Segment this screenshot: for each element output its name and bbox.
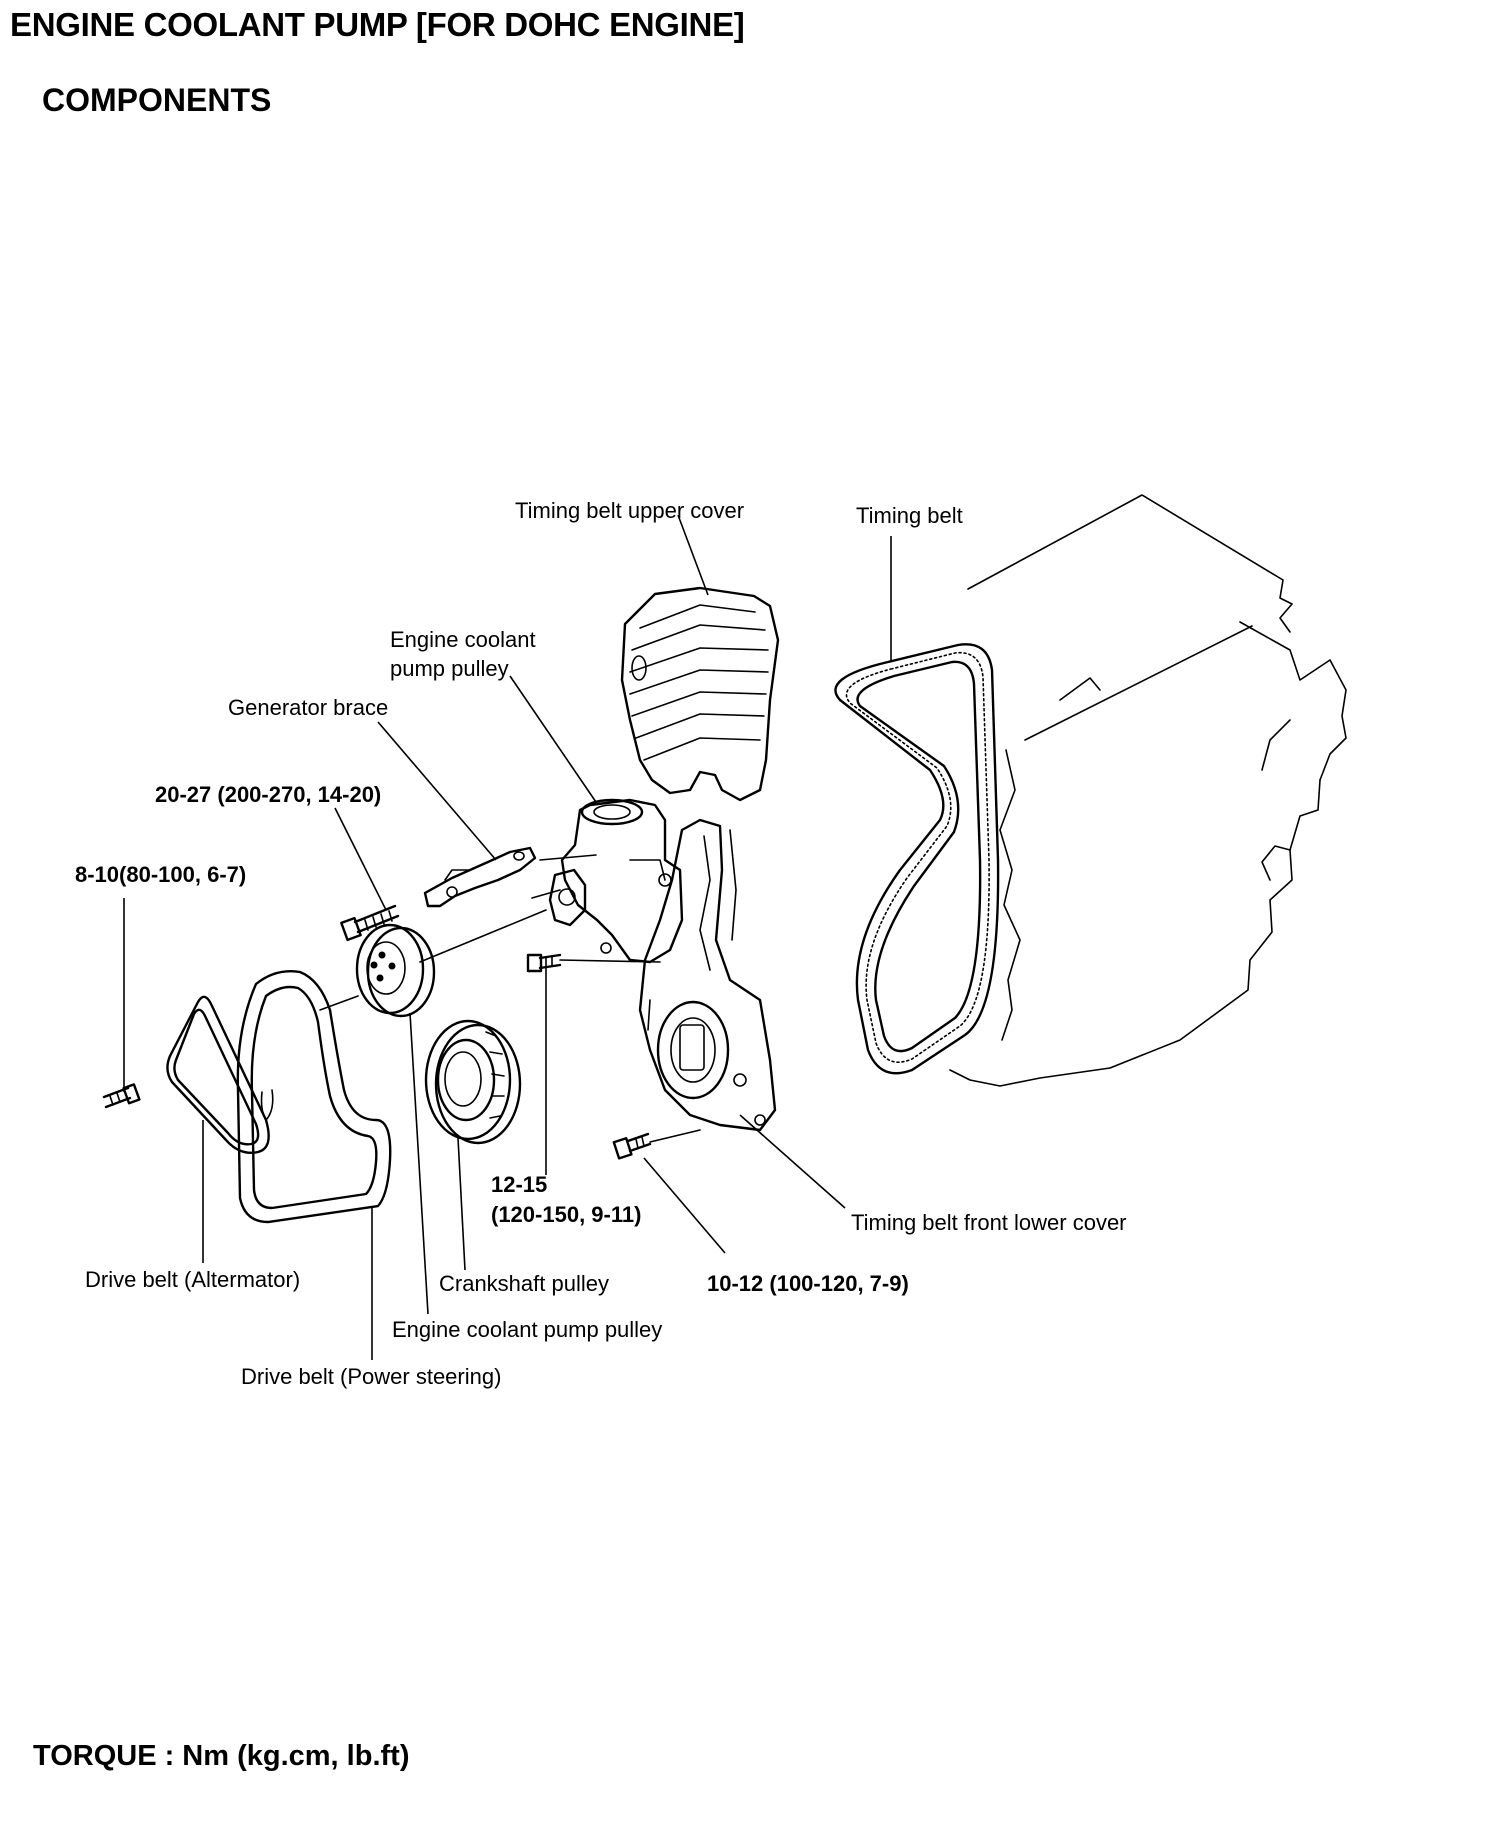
generator-brace — [423, 846, 537, 908]
torque-generator-brace: 20-27 (200-270, 14-20) — [155, 782, 381, 807]
label-timing-belt: Timing belt — [856, 503, 963, 528]
label-engine-coolant-pump-pulley-top-line2: pump pulley — [390, 656, 509, 681]
torque-alternator-bolt: 8-10(80-100, 6-7) — [75, 862, 246, 887]
section-subtitle: COMPONENTS — [42, 82, 272, 118]
page-title: ENGINE COOLANT PUMP [FOR DOHC ENGINE] — [10, 6, 745, 43]
timing-belt — [834, 643, 1000, 1075]
timing-belt-upper-cover — [620, 586, 780, 802]
exploded-axis-lines — [319, 854, 701, 1143]
label-engine-coolant-pump-pulley-bottom: Engine coolant pump pulley — [392, 1317, 662, 1342]
timing-belt-front-lower-cover — [638, 818, 777, 1132]
engine-coolant-pump-pulley — [355, 923, 436, 1018]
drive-belt-alternator — [166, 995, 270, 1154]
torque-pump-bolt-line1: 12-15 — [491, 1172, 547, 1197]
bolt-alternator — [102, 1083, 141, 1109]
drive-belt-power-steering — [236, 970, 392, 1224]
engine-coolant-pump — [548, 798, 684, 964]
engine-block-outline — [949, 494, 1347, 1087]
label-timing-belt-front-lower-cover: Timing belt front lower cover — [851, 1210, 1127, 1235]
torque-units-note: TORQUE : Nm (kg.cm, lb.ft) — [33, 1740, 410, 1772]
crankshaft-pulley — [424, 1019, 522, 1145]
label-drive-belt-alternator: Drive belt (Altermator) — [85, 1267, 300, 1292]
bolt-lower-cover — [612, 1132, 652, 1160]
label-generator-brace: Generator brace — [228, 695, 388, 720]
bolt-generator-brace — [340, 904, 400, 942]
label-drive-belt-power-steering: Drive belt (Power steering) — [241, 1364, 501, 1389]
bolt-pump — [526, 953, 562, 973]
torque-pump-bolt-line2: (120-150, 9-11) — [491, 1202, 641, 1227]
label-crankshaft-pulley: Crankshaft pulley — [439, 1271, 609, 1296]
callout-labels: Timing belt upper cover Timing belt Engi… — [75, 498, 1127, 1389]
label-timing-belt-upper-cover: Timing belt upper cover — [515, 498, 744, 523]
label-engine-coolant-pump-pulley-top-line1: Engine coolant — [390, 627, 536, 652]
leader-lines — [123, 514, 892, 1360]
torque-lower-cover-bolt: 10-12 (100-120, 7-9) — [707, 1271, 909, 1296]
